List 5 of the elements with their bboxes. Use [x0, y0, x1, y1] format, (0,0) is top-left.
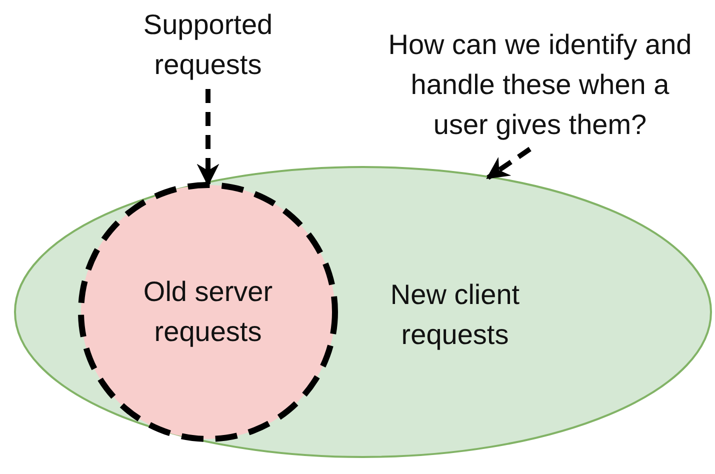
arrow: [486, 146, 532, 180]
annotation-text: Supported requests: [142, 8, 274, 82]
node-label: New client requests: [389, 278, 521, 352]
node-label: Old server requests: [142, 275, 274, 349]
question-text: How can we identify and handle these when a user gives them?: [388, 28, 692, 142]
